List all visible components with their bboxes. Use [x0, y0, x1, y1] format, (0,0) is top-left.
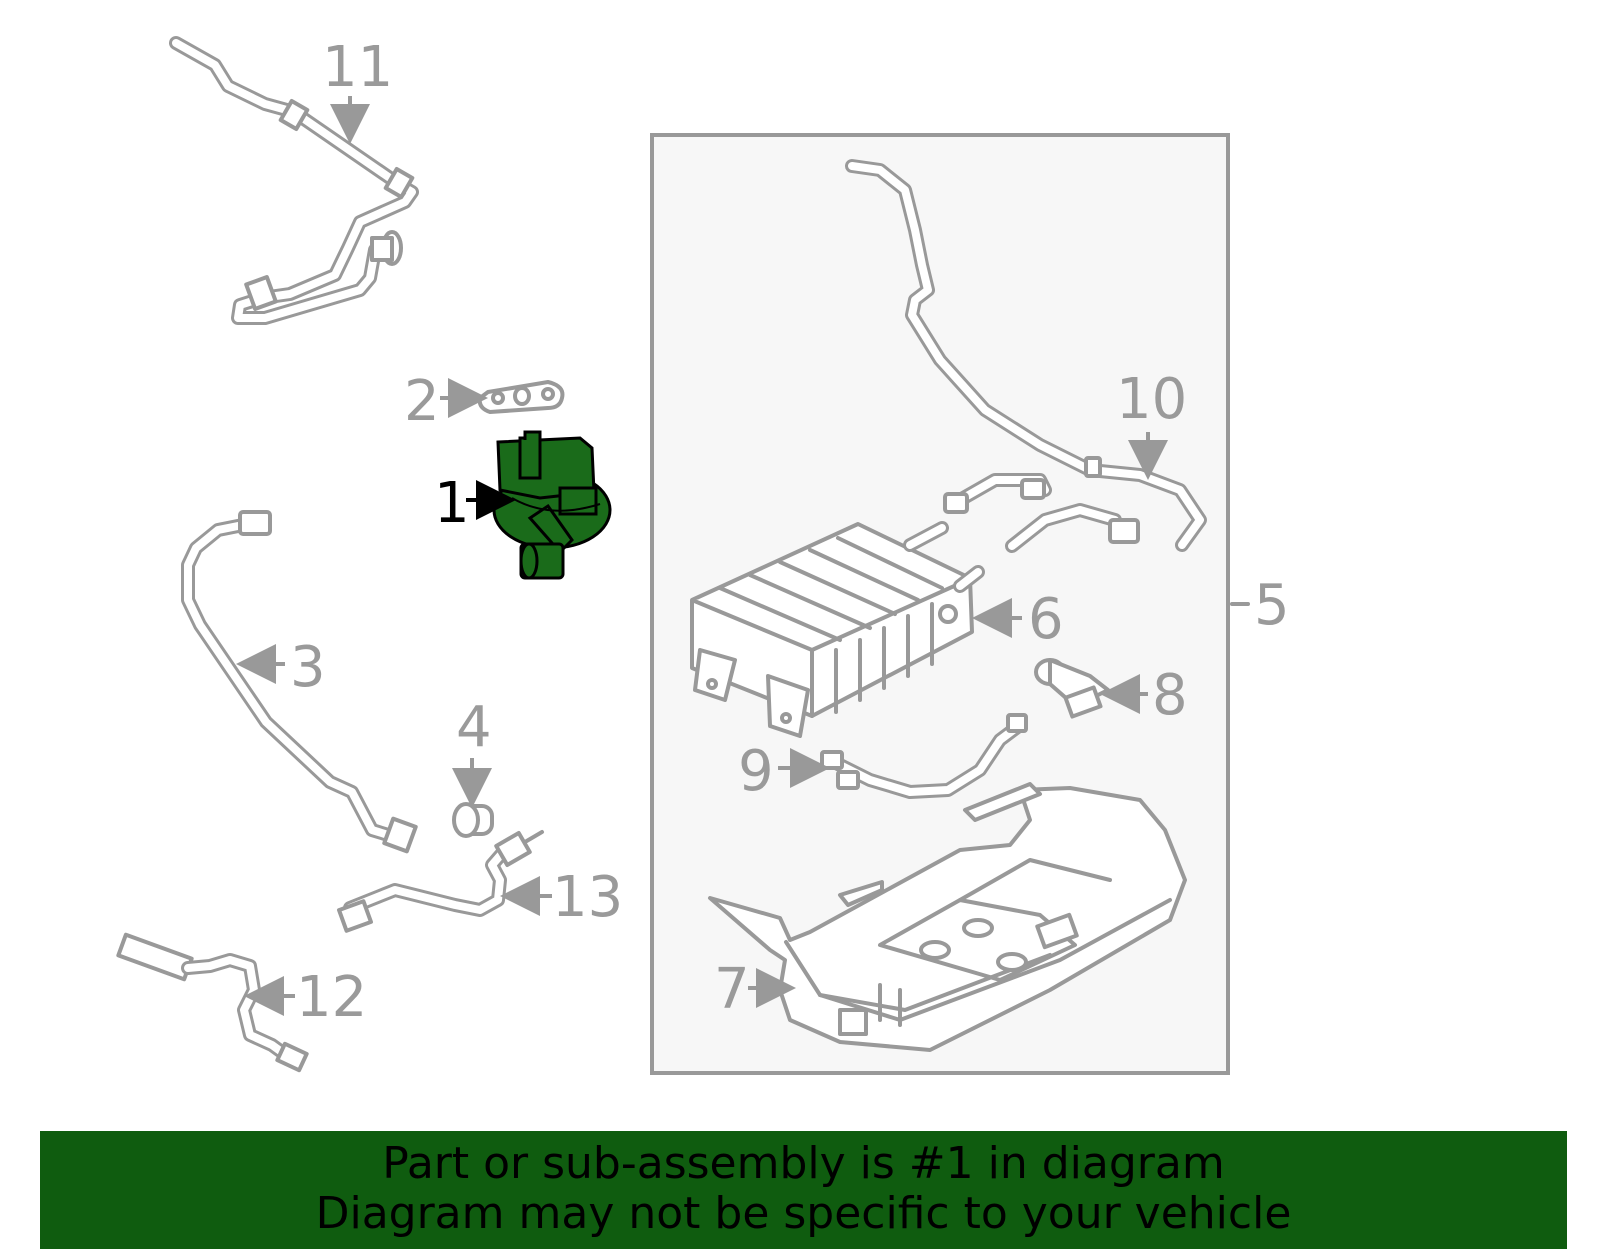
part-10-vent-hose[interactable]	[845, 159, 1207, 552]
callout-6: 6	[1028, 587, 1064, 652]
callout-8: 8	[1152, 663, 1188, 728]
part-6-canister[interactable]	[690, 521, 985, 738]
callout-12: 12	[296, 965, 367, 1030]
banner-line-2: Diagram may not be specific to your vehi…	[315, 1188, 1292, 1239]
callout-4: 4	[456, 695, 492, 760]
callout-11: 11	[322, 35, 393, 100]
callout-2: 2	[404, 369, 440, 434]
part-8-valve[interactable]	[1034, 658, 1110, 719]
callout-3: 3	[290, 635, 326, 700]
callout-10: 10	[1116, 367, 1187, 432]
callout-13: 13	[552, 865, 623, 930]
callout-5: 5	[1254, 573, 1290, 638]
part-2-gasket[interactable]	[477, 380, 565, 414]
part-7-tray[interactable]	[708, 782, 1187, 1052]
part-11-fuel-line[interactable]	[169, 36, 419, 325]
info-banner: Part or sub-assembly is #1 in diagram Di…	[40, 1131, 1567, 1249]
banner-line-1: Part or sub-assembly is #1 in diagram	[382, 1138, 1225, 1189]
callout-7: 7	[714, 957, 750, 1022]
part-3-line[interactable]	[181, 510, 418, 854]
canister-hose-upper[interactable]	[943, 473, 1140, 553]
part-4-grommet[interactable]	[452, 802, 494, 838]
part-1-purge-valve[interactable]	[492, 430, 612, 580]
part-12-sensor[interactable]	[116, 932, 309, 1073]
part-13-hose[interactable]	[337, 830, 544, 933]
callout-9: 9	[738, 739, 774, 804]
callout-1: 1	[434, 471, 470, 536]
